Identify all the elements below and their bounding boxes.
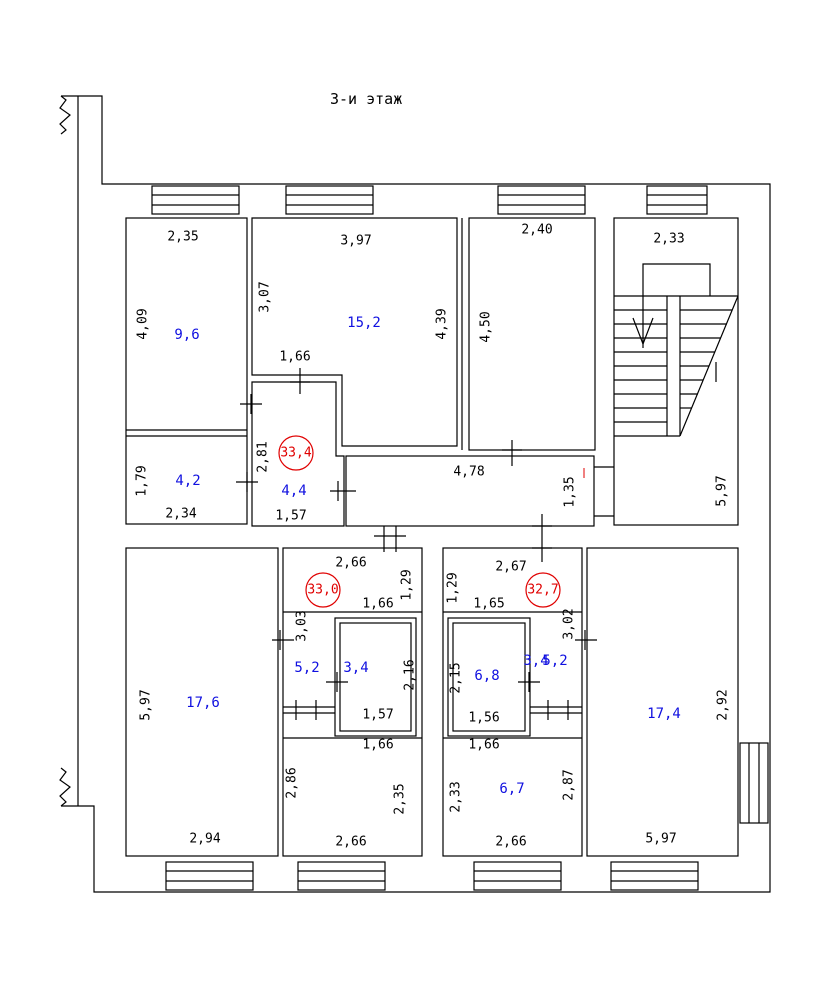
lower-apartment-walls — [125, 547, 739, 857]
dimension-label: 5,97 — [139, 689, 154, 720]
dimension-label: 4,39 — [435, 308, 450, 339]
dimension-label: 1,29 — [400, 569, 415, 600]
room-area-label: 3,4 — [343, 660, 368, 676]
apartment-total-label: 33,0 — [307, 583, 338, 598]
dimension-label: 2,66 — [335, 835, 366, 850]
dimension-label: 2,66 — [495, 835, 526, 850]
room-area-label: 6,7 — [499, 781, 524, 797]
dimension-label: 2,40 — [521, 223, 552, 238]
window — [610, 861, 699, 891]
room-area-label: 6,8 — [474, 668, 499, 684]
room-area-label: 5,2 — [542, 653, 567, 669]
window — [497, 185, 586, 215]
dimension-label: 2,34 — [165, 507, 196, 522]
dimension-label: 1,66 — [362, 597, 393, 612]
dimension-label: 2,86 — [285, 767, 300, 798]
dimension-label: 5,97 — [645, 832, 676, 847]
dimension-label: 1,57 — [362, 708, 393, 723]
dimension-label: 5,97 — [715, 475, 730, 506]
dimension-label: 2,33 — [449, 781, 464, 812]
dimension-label: 1,29 — [446, 572, 461, 603]
windows — [151, 185, 769, 891]
upper-apartment-walls — [125, 217, 739, 527]
dimension-label: 2,15 — [449, 662, 464, 693]
dimension-label: 2,94 — [189, 832, 220, 847]
apartment-total-label: 33,4 — [280, 446, 311, 461]
dimension-label: 4,50 — [479, 311, 494, 342]
window — [646, 185, 708, 215]
dimension-label: 2,81 — [256, 441, 271, 472]
dimension-label: 2,35 — [167, 230, 198, 245]
outer-walls — [59, 95, 771, 893]
door-markers — [236, 368, 597, 720]
dimension-label: 1,66 — [362, 738, 393, 753]
dimension-label: 1,79 — [135, 465, 150, 496]
dimension-label: 2,92 — [716, 689, 731, 720]
apartment-total-circle — [278, 435, 314, 471]
dimension-label: 1,35 — [563, 476, 578, 507]
dimension-label: 2,87 — [562, 769, 577, 800]
dimension-label: 3,07 — [258, 281, 273, 312]
dimension-label: 4,78 — [453, 465, 484, 480]
dimension-label: 2,16 — [403, 659, 418, 690]
apartment-total-markers — [278, 435, 561, 608]
dimension-label: 3,97 — [340, 234, 371, 249]
dimension-label: 1,66 — [279, 350, 310, 365]
room-area-label: 4,4 — [281, 483, 306, 499]
dimension-label: 1,56 — [468, 711, 499, 726]
dimension-label: 3,02 — [562, 608, 577, 639]
window — [297, 861, 386, 891]
apartment-total-label: 32,7 — [527, 583, 558, 598]
apartment-total-circle — [305, 572, 341, 608]
room-area-label: 4,2 — [175, 473, 200, 489]
room-area-label: 17,4 — [647, 706, 681, 722]
room-area-label: 15,2 — [347, 315, 381, 331]
dimension-label: 1,65 — [473, 597, 504, 612]
room-area-label: 3,4 — [523, 653, 548, 669]
room-area-label: 17,6 — [186, 695, 220, 711]
dimension-label: 1,66 — [468, 738, 499, 753]
room-area-label: 9,6 — [174, 327, 199, 343]
window — [739, 742, 769, 824]
dimension-label: 2,67 — [495, 560, 526, 575]
apartment-total-circle — [525, 572, 561, 608]
dimension-label: 1,57 — [275, 509, 306, 524]
dimension-label: 2,35 — [393, 783, 408, 814]
dimension-label: 4,09 — [136, 308, 151, 339]
dimension-label: 3,03 — [295, 610, 310, 641]
staircase — [614, 263, 739, 437]
dimension-label: 2,33 — [653, 232, 684, 247]
dimension-label: 2,66 — [335, 556, 366, 571]
window — [473, 861, 562, 891]
window — [165, 861, 254, 891]
window — [285, 185, 374, 215]
room-area-label: 5,2 — [294, 660, 319, 676]
window — [151, 185, 240, 215]
floor-title: 3-и этаж — [330, 90, 402, 108]
